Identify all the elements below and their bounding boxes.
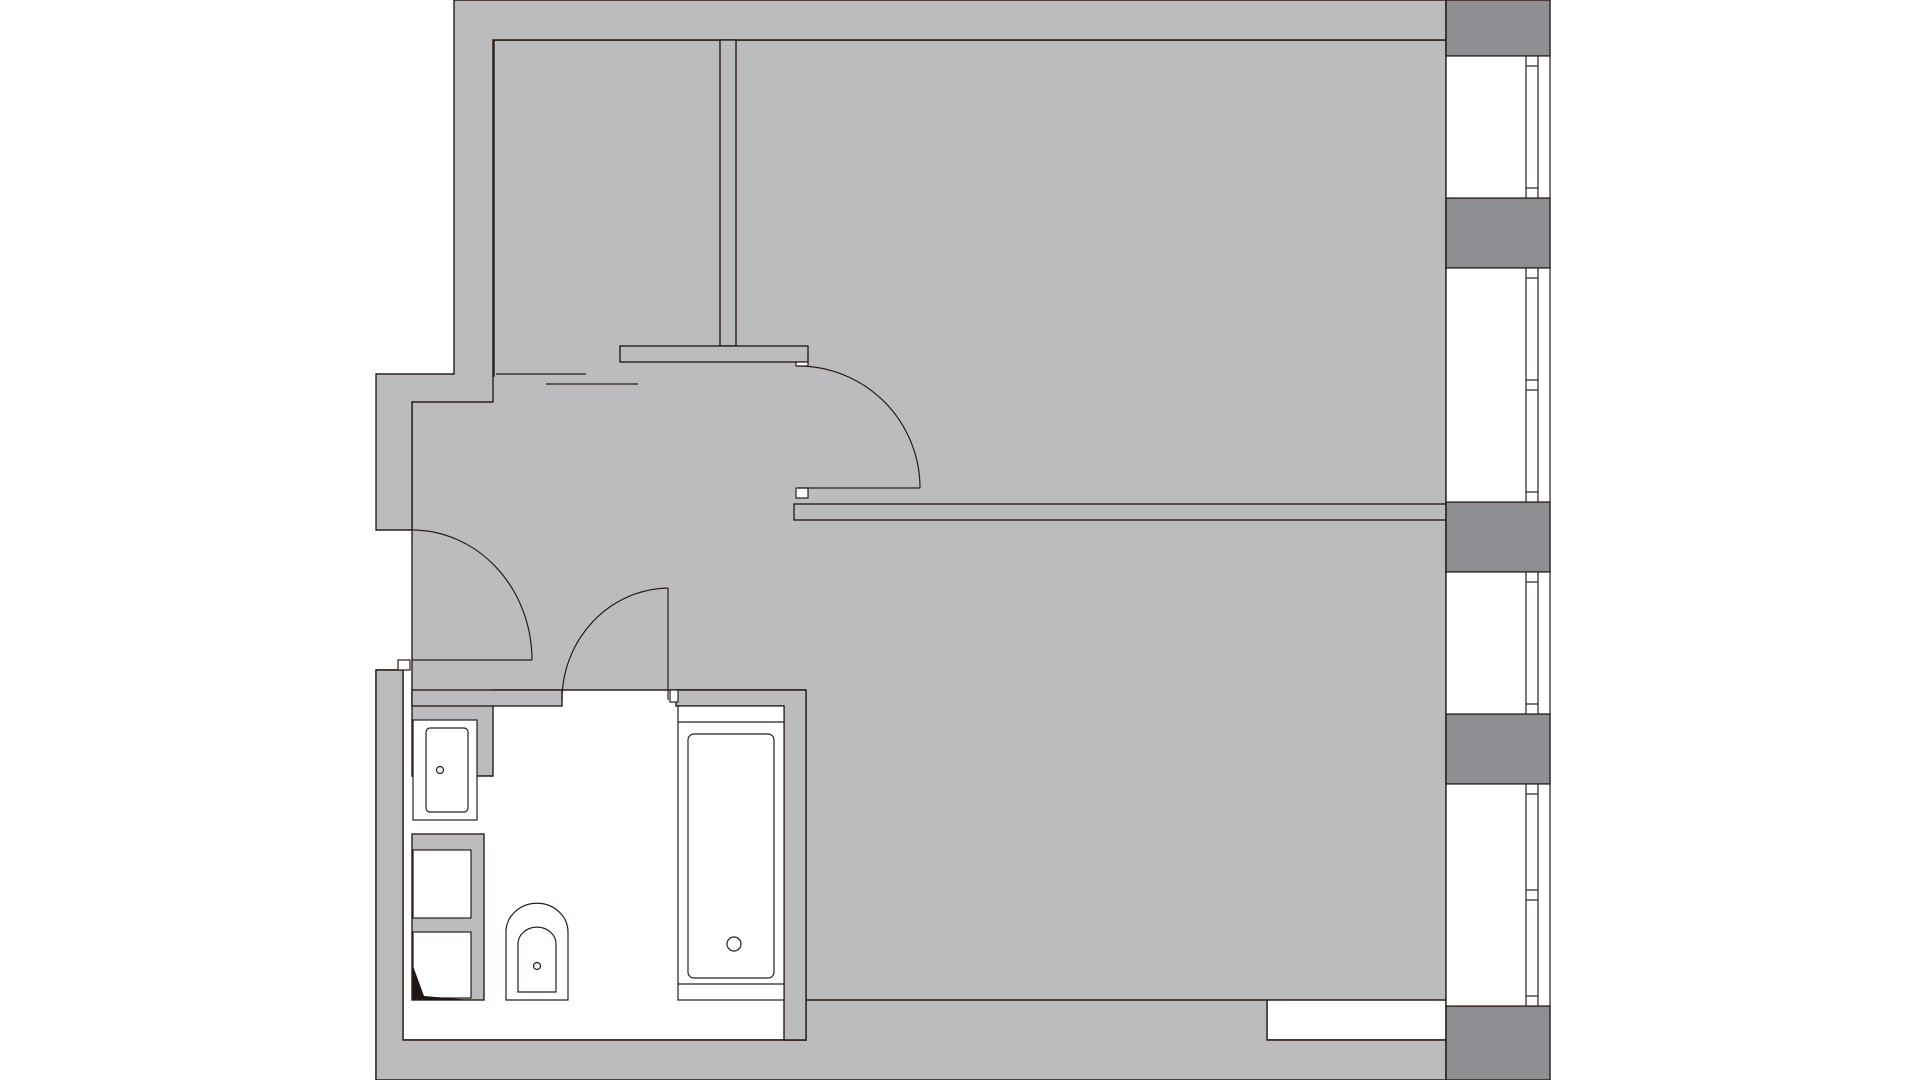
window-2: [1445, 267, 1551, 503]
window-1: [1445, 55, 1551, 199]
column-1: [1445, 0, 1551, 57]
washer-niche: [412, 849, 472, 919]
sink: [412, 719, 478, 821]
column-3: [1445, 501, 1551, 573]
window-3: [1445, 571, 1551, 715]
shaft-niche: [412, 931, 472, 1000]
toilet: [505, 902, 569, 1001]
bathroom-top-wall-left: [411, 689, 563, 707]
entry-door: [397, 529, 533, 671]
storage-partition-wall: [719, 39, 737, 347]
column-4: [1445, 713, 1551, 785]
exterior-wall-bottom: [375, 669, 1447, 1080]
bedroom-living-partition: [793, 503, 1447, 521]
window-4: [1445, 783, 1551, 1007]
bathroom-door: [561, 587, 679, 703]
bathroom-outer-wall: [675, 689, 807, 1041]
column-5: [1445, 1005, 1551, 1080]
storage-front-wall: [619, 345, 809, 363]
facade: [1445, 0, 1551, 1080]
column-2: [1445, 197, 1551, 269]
storage-sliding-door: [496, 373, 638, 385]
bedroom-door: [795, 361, 921, 499]
bathtub: [677, 705, 785, 1001]
